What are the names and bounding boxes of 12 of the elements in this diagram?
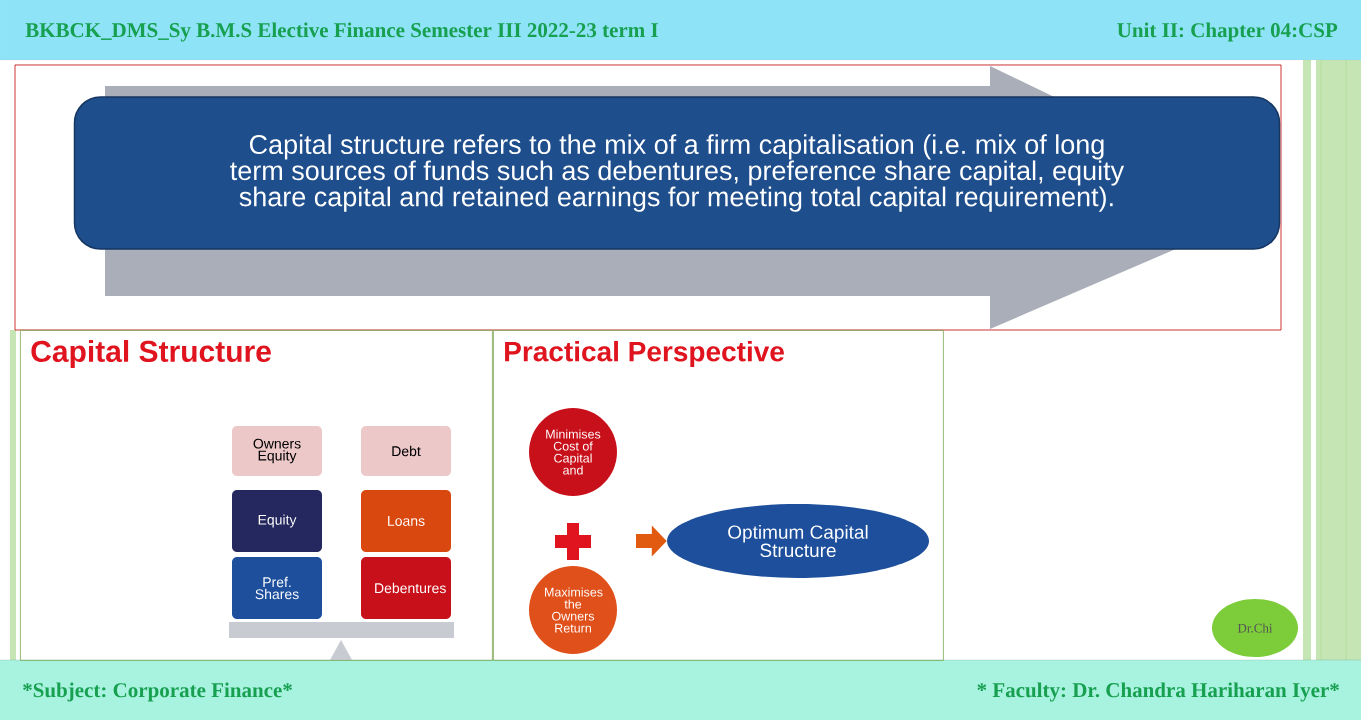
footer-faculty: * Faculty: Dr. Chandra Hariharan Iyer* xyxy=(977,682,1339,702)
header-chapter: Unit II: Chapter 04:CSP xyxy=(1117,22,1338,42)
component-box: Loans xyxy=(361,490,451,552)
footer-subject: *Subject: Corporate Finance* xyxy=(23,682,292,702)
category-box: Debt xyxy=(361,426,451,476)
category-box: Owners Equity xyxy=(232,426,322,476)
name-badge: Dr.Chi xyxy=(1212,599,1298,657)
component-box: Equity xyxy=(232,490,322,552)
definition-box: Capital structure refers to the mix of a firm capitalisation (i.e. mix of long term sources of funds such as debentures, preference share capital, equity share capital and retained earnings for meeting total capital requirement). xyxy=(73,96,1281,250)
header-title: BKBCK_DMS_Sy B.M.S Elective Finance Semester III 2022-23 term I xyxy=(25,22,658,42)
component-box: Debentures xyxy=(361,557,451,619)
component-box: Pref. Shares xyxy=(232,557,322,619)
